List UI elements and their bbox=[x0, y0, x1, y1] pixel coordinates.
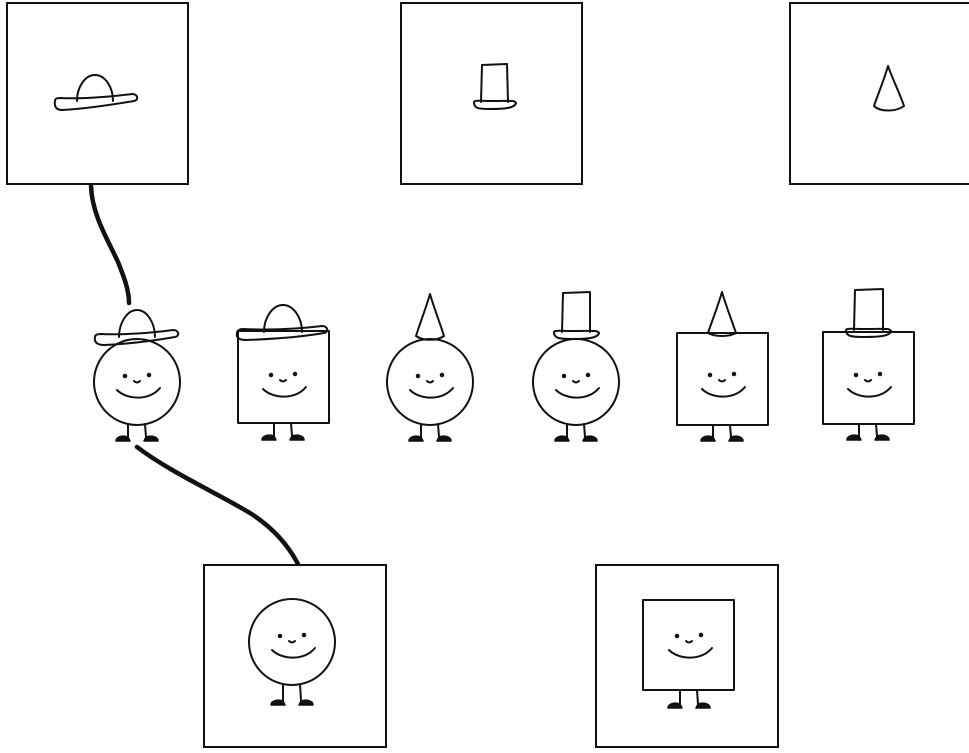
top-hat-icon bbox=[846, 289, 891, 337]
combination-round-party[interactable] bbox=[387, 294, 473, 441]
combination-square-party[interactable] bbox=[677, 292, 768, 441]
square-body-icon bbox=[677, 333, 768, 441]
round-body-icon bbox=[94, 339, 180, 441]
top-hat-icon bbox=[554, 292, 599, 339]
combination-square-top-hat[interactable] bbox=[823, 289, 914, 440]
party-hat-icon bbox=[708, 292, 736, 336]
body-option-square[interactable] bbox=[596, 565, 778, 747]
hat-option-top-hat[interactable] bbox=[401, 3, 582, 184]
connector-character-to-round-body bbox=[137, 447, 298, 564]
party-hat-icon bbox=[416, 294, 444, 340]
hat-option-bowler[interactable] bbox=[7, 3, 188, 184]
combination-round-top-hat[interactable] bbox=[533, 292, 619, 441]
hat-option-party-hat[interactable] bbox=[790, 3, 969, 184]
combination-square-bowler[interactable] bbox=[237, 305, 329, 440]
connector-bowler-to-character bbox=[91, 186, 129, 303]
square-body-icon bbox=[238, 331, 329, 440]
bowler-hat-icon bbox=[237, 305, 327, 340]
combination-round-bowler[interactable] bbox=[94, 310, 180, 441]
body-option-round[interactable] bbox=[204, 565, 386, 747]
round-body-icon bbox=[387, 339, 473, 441]
round-body-icon bbox=[533, 339, 619, 441]
square-body-icon bbox=[823, 332, 914, 440]
